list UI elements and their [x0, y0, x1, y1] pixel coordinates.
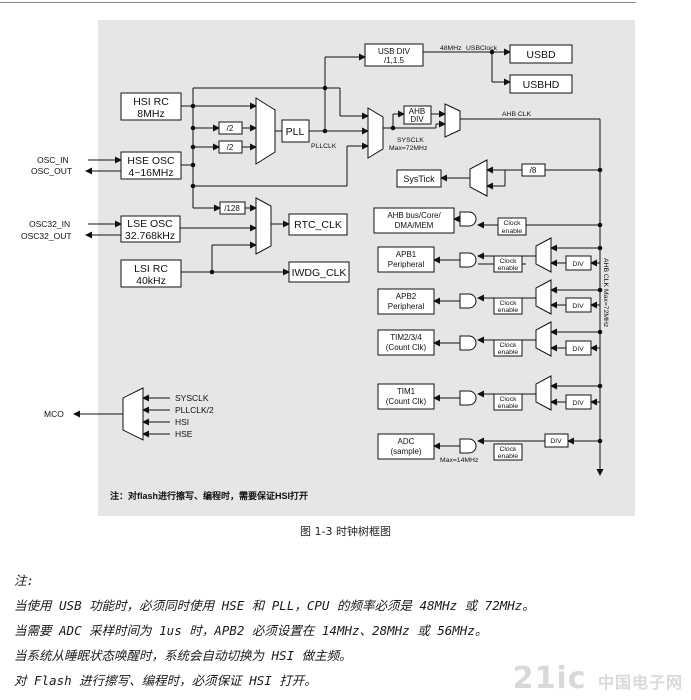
- usbhd-label: USBHD: [523, 79, 560, 91]
- watermark-logo: 21ic 中国电子网: [513, 661, 683, 696]
- osc-in-label: OSC_IN: [37, 155, 69, 165]
- rtc-clk-label: RTC_CLK: [294, 219, 342, 231]
- hsi-rc-freq: 8MHz: [137, 108, 164, 120]
- systick-label: SysTick: [403, 174, 435, 184]
- div2-hse: /2: [227, 143, 234, 152]
- top-rule: [0, 2, 636, 3]
- div128: /128: [224, 204, 240, 213]
- ahb-div-line1: AHB: [409, 107, 425, 116]
- rtc-mux: [255, 197, 272, 255]
- hse-osc-freq: 4~16MHz: [128, 167, 173, 179]
- mco-input-hse: HSE: [175, 429, 193, 439]
- usbclock-label: USBClock: [466, 45, 498, 52]
- notes-heading: 注:: [14, 573, 35, 588]
- clock-enable-apb1-2: enable: [498, 265, 519, 272]
- clock-enable-adc-2: enable: [498, 453, 519, 460]
- apb2-line2: Peripheral: [388, 302, 425, 311]
- adc-max: Max=14MHz: [440, 457, 479, 464]
- apb1-line1: APB1: [396, 250, 417, 259]
- osc32-out-label: OSC32_OUT: [21, 231, 72, 241]
- mco-input-hsi: HSI: [175, 417, 189, 427]
- clock-tree-diagram: HSI RC 8MHz HSE OSC 4~16MHz LSE OSC 32.7…: [21, 20, 635, 516]
- ahb-bus-line2: DMA/MEM: [395, 221, 434, 230]
- osc32-in-label: OSC32_IN: [29, 219, 70, 229]
- lsi-rc-freq: 40kHz: [136, 275, 166, 287]
- apb1-mux: [535, 237, 552, 273]
- clock-enable-ahb-1: Clock: [504, 220, 522, 227]
- watermark-brand: 21ic: [512, 661, 587, 696]
- clock-enable-tim234-2: enable: [498, 349, 519, 356]
- ahb-div-line2: DIV: [410, 115, 424, 124]
- pll-label: PLL: [286, 126, 305, 138]
- sysclk-max: Max=72MHz: [389, 145, 428, 152]
- tim234-mux: [535, 321, 552, 357]
- note-adc: 当需要 ADC 采样时间为 1us 时，APB2 必须设置在 14MHz、28M…: [14, 623, 488, 638]
- flash-note: 注：对flash进行擦写、编程时，需要保证HSI打开: [110, 490, 308, 501]
- adc-line2: (sample): [390, 447, 421, 456]
- lsi-rc-label: LSI RC: [134, 263, 168, 275]
- clock-enable-tim234-1: Clock: [500, 342, 518, 349]
- iwdg-clk-label: IWDG_CLK: [292, 267, 347, 279]
- and-gate-tim1: [459, 390, 477, 406]
- div2-hsi: /2: [227, 124, 234, 133]
- and-gate-tim234: [459, 335, 477, 351]
- clock-enable-apb1-1: Clock: [500, 258, 518, 265]
- figure-caption: 图 1-3 时钟树框图: [300, 525, 391, 538]
- div-tim1: DIV: [572, 400, 584, 407]
- ahb-prescaler-mux: [444, 103, 461, 138]
- hsi-rc-label: HSI RC: [133, 96, 169, 108]
- usbd-label: USBD: [526, 49, 556, 61]
- ahb-bus-vertical-label: AHB CLK Max=72MHz: [602, 258, 609, 328]
- note-wakeup: 当系统从睡眠状态唤醒时，系统会自动切换为 HSI 做主频。: [14, 648, 352, 663]
- clock-enable-ahb-2: enable: [502, 228, 523, 235]
- note-flash: 对 Flash 进行擦写、编程时，必须保证 HSI 打开。: [14, 673, 317, 688]
- usb-48mhz: 48MHz: [440, 45, 462, 52]
- osc-out-label: OSC_OUT: [31, 166, 72, 176]
- systick-mux: [469, 159, 488, 197]
- and-gate-apb2: [459, 293, 477, 309]
- tim1-line2: (Count Clk): [386, 397, 427, 406]
- usb-div-line1: USB DIV: [378, 47, 411, 56]
- usb-div-line2: /1,1.5: [384, 56, 405, 65]
- apb2-line1: APB2: [396, 292, 417, 301]
- tim1-line1: TIM1: [397, 387, 416, 396]
- apb1-line2: Peripheral: [388, 260, 425, 269]
- div-apb2: DIV: [572, 303, 584, 310]
- clock-enable-apb2-2: enable: [498, 307, 519, 314]
- mco-input-sysclk: SYSCLK: [175, 393, 209, 403]
- and-gate-ahb: [459, 211, 477, 227]
- sysclk-label: SYSCLK: [397, 137, 424, 144]
- mco-mux: [122, 387, 144, 441]
- clock-enable-apb2-1: Clock: [500, 300, 518, 307]
- ahb-bus-line1: AHB bus/Core/: [387, 211, 441, 220]
- mco-input-pllclk2: PLLCLK/2: [175, 405, 214, 415]
- clock-enable-adc-1: Clock: [500, 446, 518, 453]
- tim234-line2: (Count Clk): [386, 343, 427, 352]
- div-tim234: DIV: [572, 346, 584, 353]
- tim234-line1: TIM2/3/4: [390, 333, 422, 342]
- ahb-clk-label: AHB CLK: [502, 111, 532, 118]
- sysclk-mux: [367, 107, 384, 159]
- clock-enable-tim1-1: Clock: [500, 396, 518, 403]
- pll-source-mux: [255, 97, 276, 165]
- adc-line1: ADC: [398, 437, 415, 446]
- apb2-mux: [535, 279, 552, 315]
- watermark-sub: 中国电子网: [597, 673, 683, 692]
- and-gate-adc: [459, 438, 477, 454]
- pllclk-label: PLLCLK: [311, 143, 337, 150]
- lse-osc-freq: 32.768kHz: [125, 230, 175, 242]
- clock-enable-tim1-2: enable: [498, 403, 519, 410]
- lse-osc-label: LSE OSC: [127, 218, 173, 230]
- note-usb: 当使用 USB 功能时，必须同时使用 HSE 和 PLL，CPU 的频率必须是 …: [14, 598, 535, 613]
- div-apb1: DIV: [572, 261, 584, 268]
- hse-osc-label: HSE OSC: [127, 155, 175, 167]
- notes-section: 注: 当使用 USB 功能时，必须同时使用 HSE 和 PLL，CPU 的频率必…: [14, 568, 654, 693]
- div-adc: DIV: [550, 438, 562, 445]
- mco-label: MCO: [44, 409, 64, 419]
- div8: /8: [530, 166, 537, 175]
- and-gate-apb1: [459, 252, 477, 268]
- tim1-mux: [535, 375, 552, 411]
